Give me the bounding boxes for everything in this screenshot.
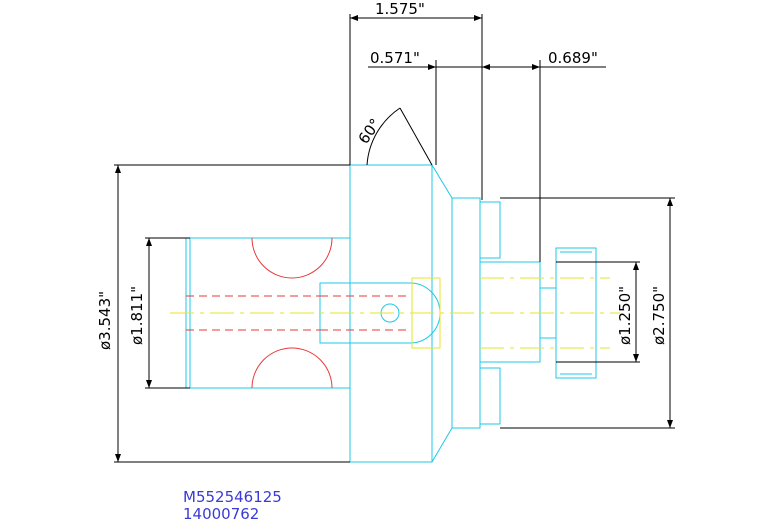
part-number-label: M552546125 <box>183 488 282 506</box>
dimension-lines <box>114 14 675 463</box>
dim-chamfer-angle: 60° <box>355 115 385 147</box>
arrowheads <box>115 15 673 462</box>
dim-body-diameter: ø3.543" <box>96 291 114 350</box>
serial-number-label: 14000762 <box>183 505 259 523</box>
center-lines <box>170 277 620 349</box>
dim-flange-diameter: ø2.750" <box>650 286 668 345</box>
dim-overall-length: 1.575" <box>375 0 425 18</box>
dim-pilot-length: 0.689" <box>548 49 598 67</box>
dim-pilot-diameter: ø1.250" <box>616 286 634 345</box>
dim-bore-diameter: ø1.811" <box>128 286 146 345</box>
hidden-lines <box>186 237 410 389</box>
dim-flange-length: 0.571" <box>370 49 420 67</box>
